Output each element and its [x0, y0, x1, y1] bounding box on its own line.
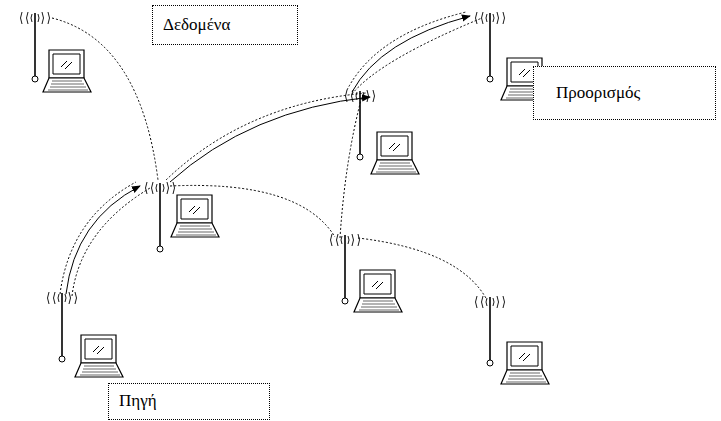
laptop-icons: [43, 50, 549, 384]
label-text: Πηγή: [119, 391, 157, 411]
antenna-symbols: [21, 12, 505, 366]
label-text: Προορισμός: [556, 83, 640, 103]
data-path: [60, 12, 470, 294]
label-box: Δεδομένα: [152, 5, 298, 45]
label-box: Προορισμός: [533, 66, 716, 120]
label-text: Δεδομένα: [163, 15, 230, 35]
radio-links: [52, 18, 487, 300]
label-box: Πηγή: [108, 383, 270, 420]
